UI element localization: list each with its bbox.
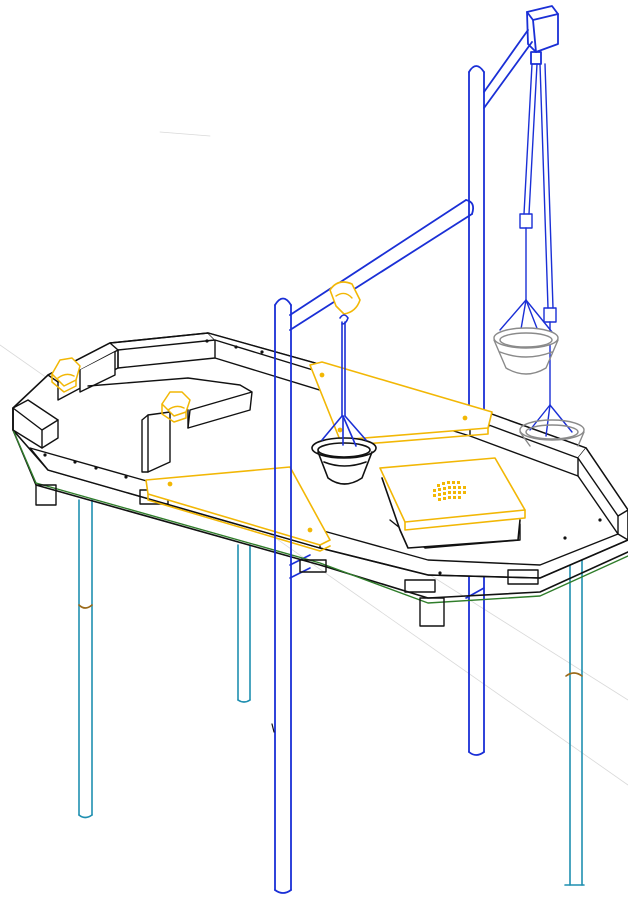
basket-upper — [493, 327, 559, 375]
clamp-left — [51, 357, 81, 393]
triangle-plate-front — [145, 466, 331, 552]
post-front — [274, 297, 292, 894]
center-bowl — [311, 437, 377, 485]
rim-screws — [43, 339, 602, 575]
inner-blocks — [79, 351, 521, 549]
basket-lower — [519, 419, 585, 447]
center-hanger — [321, 281, 367, 447]
yellow-clamps — [51, 357, 191, 423]
hanging-baskets — [493, 63, 585, 447]
leg-front-left — [78, 499, 93, 819]
leg-front-right — [564, 559, 585, 886]
small-mark — [271, 723, 275, 733]
clamp-center — [161, 391, 191, 423]
triangle-plates — [145, 361, 493, 552]
triangle-plate-back — [309, 361, 493, 447]
sieve-grid — [433, 481, 466, 501]
post-back — [468, 5, 559, 756]
crossbar-upper — [289, 199, 475, 331]
square-plate — [379, 457, 526, 549]
leg-back-left — [237, 544, 251, 703]
table-legs — [78, 499, 585, 886]
